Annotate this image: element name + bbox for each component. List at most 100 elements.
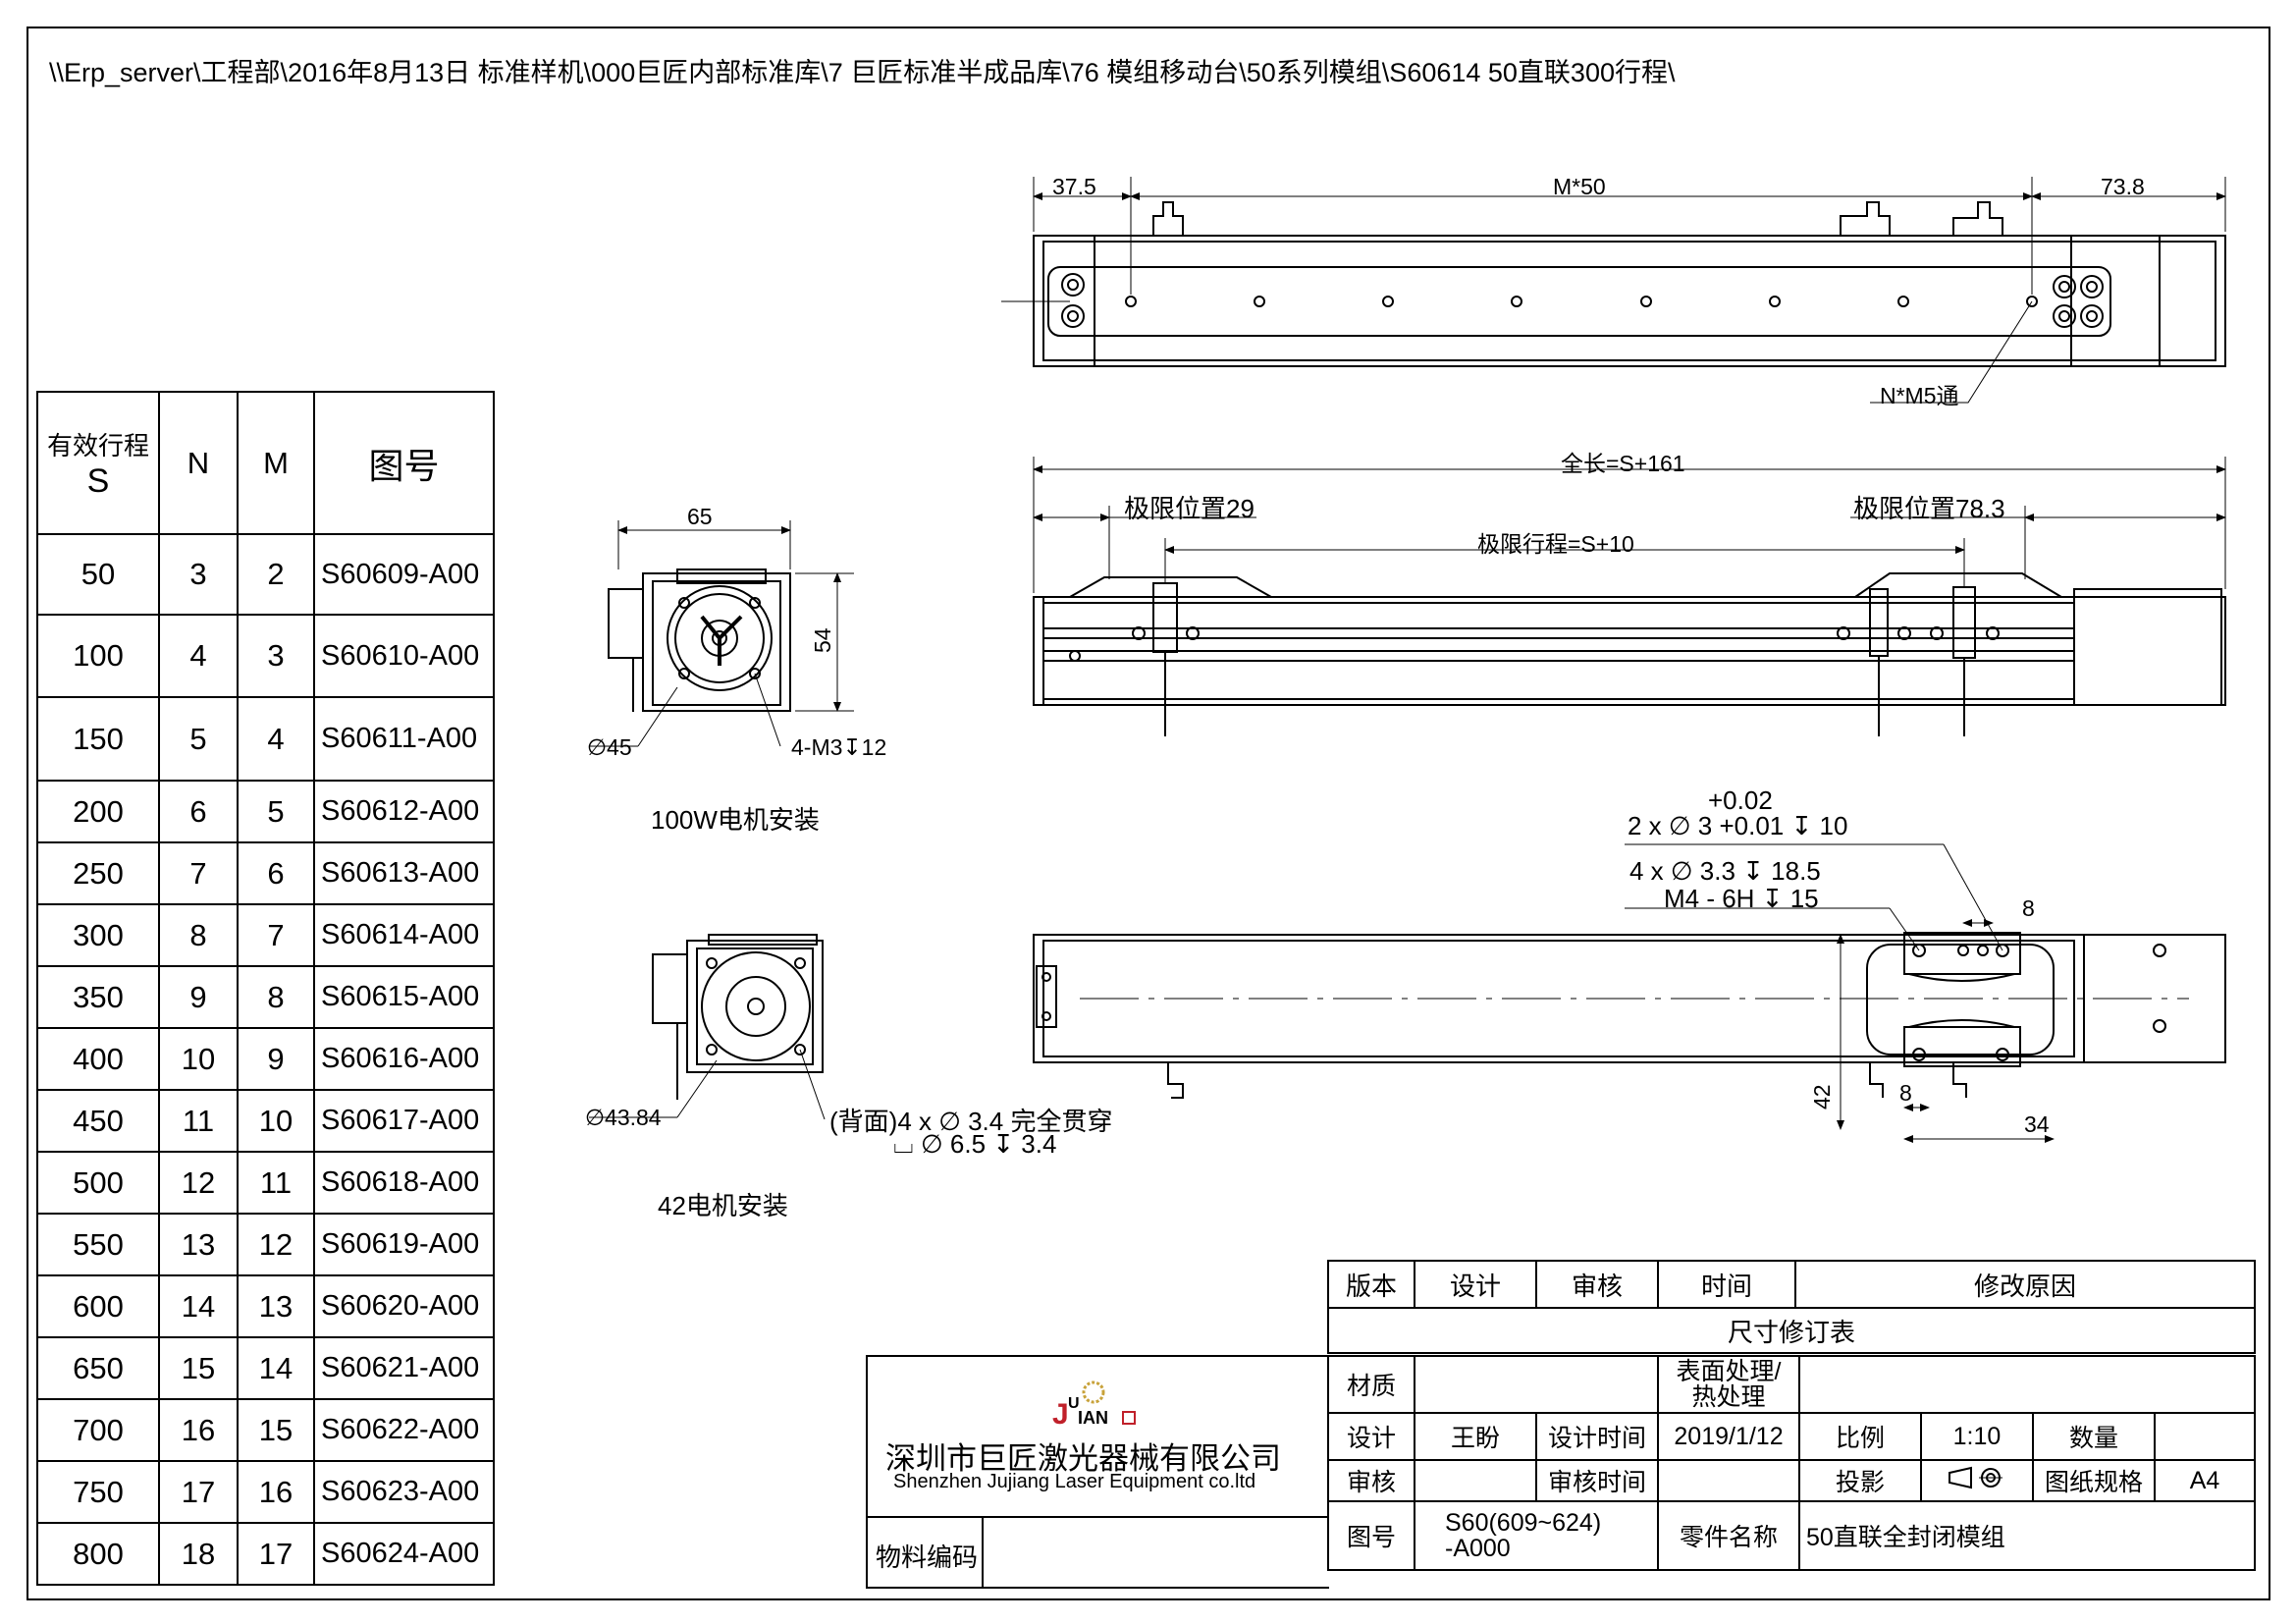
dim-left-37-5: 37.5 [1052, 174, 1096, 199]
spec-m-cell: 5 [237, 780, 315, 843]
m5-holes [1125, 296, 2038, 307]
motor-42-dia: ∅43.84 [585, 1105, 662, 1130]
tb-size: A4 [2154, 1459, 2256, 1502]
svg-text:U: U [1068, 1395, 1080, 1412]
motor-42-holes-1: (背面)4 x ∅ 3.4 完全贯穿 [829, 1107, 1113, 1136]
header-stroke: 有效行程 S [36, 391, 160, 535]
spec-m-cell: 2 [237, 533, 315, 616]
titleblock-table: 材质 表面处理/ 热处理 设计 王盼 设计时间 2019/1/12 比例 1:1… [1327, 1355, 2256, 1571]
tb-part-label: 零件名称 [1657, 1500, 1800, 1571]
material-code-label: 物料编码 [876, 1543, 979, 1572]
holes-note: N*M5通 [1880, 383, 1959, 408]
spec-n-cell: 16 [158, 1398, 239, 1462]
svg-text:J: J [1052, 1398, 1069, 1428]
spec-dwg-cell: S60617-A00 [313, 1089, 495, 1153]
dim-34: 34 [2024, 1111, 2050, 1137]
spec-dwg-cell: S60624-A00 [313, 1522, 495, 1586]
spec-n-cell: 13 [158, 1213, 239, 1276]
dim-8-bottom: 8 [1899, 1080, 1912, 1106]
spec-dwg-cell: S60618-A00 [313, 1151, 495, 1215]
header-stroke-symbol: S [86, 461, 110, 500]
spec-dwg-cell: S60616-A00 [313, 1027, 495, 1091]
tb-scale: 1:10 [1920, 1412, 2034, 1461]
tb-scale-label: 比例 [1798, 1412, 1922, 1461]
tb-designer: 王盼 [1414, 1412, 1537, 1461]
spec-dwg-cell: S60623-A00 [313, 1460, 495, 1524]
header-n: N [158, 391, 239, 535]
tb-dwg-label: 图号 [1327, 1500, 1415, 1571]
tb-dwg-value: S60(609~624) -A000 [1414, 1500, 1659, 1571]
dim-8-top: 8 [2022, 895, 2035, 921]
svg-text:IAN: IAN [1078, 1408, 1108, 1428]
tb-review-time [1657, 1459, 1800, 1502]
tb-design-label: 设计 [1327, 1412, 1415, 1461]
file-path: \\Erp_server\工程部\2016年8月13日 标准样机\000巨匠内部… [49, 58, 1676, 87]
spec-m-cell: 17 [237, 1522, 315, 1586]
spec-m-cell: 7 [237, 903, 315, 967]
spec-stroke-cell: 550 [36, 1213, 160, 1276]
spec-m-cell: 12 [237, 1213, 315, 1276]
company-name-cn: 深圳市巨匠激光器械有限公司 [885, 1441, 1281, 1476]
spec-dwg-cell: S60615-A00 [313, 965, 495, 1029]
company-name-en: Shenzhen Jujiang Laser Equipment co.ltd [893, 1471, 1256, 1492]
spec-dwg-cell: S60609-A00 [313, 533, 495, 616]
motor-42-view [589, 934, 826, 1120]
spec-n-cell: 10 [158, 1027, 239, 1091]
tb-material-label: 材质 [1327, 1355, 1415, 1414]
spec-n-cell: 4 [158, 614, 239, 698]
spec-m-cell: 4 [237, 696, 315, 782]
spec-dwg-cell: S60614-A00 [313, 903, 495, 967]
spec-stroke-cell: 50 [36, 533, 160, 616]
spec-n-cell: 12 [158, 1151, 239, 1215]
spec-dwg-cell: S60612-A00 [313, 780, 495, 843]
motor-100w-dia: ∅45 [587, 734, 632, 760]
spec-stroke-cell: 600 [36, 1274, 160, 1338]
bottom-view [1033, 843, 2226, 1143]
spec-dwg-cell: S60610-A00 [313, 614, 495, 698]
spec-n-cell: 8 [158, 903, 239, 967]
limit-travel: 极限行程=S+10 [1477, 531, 1634, 557]
material-code-divider [982, 1518, 984, 1589]
spec-stroke-cell: 100 [36, 614, 160, 698]
revision-table: 版本 设计 审核 时间 修改原因 尺寸修订表 [1327, 1260, 2256, 1354]
spec-m-cell: 3 [237, 614, 315, 698]
spec-stroke-cell: 800 [36, 1522, 160, 1586]
spec-stroke-cell: 750 [36, 1460, 160, 1524]
tb-size-label: 图纸规格 [2032, 1459, 2156, 1502]
spec-stroke-cell: 150 [36, 696, 160, 782]
spec-stroke-cell: 450 [36, 1089, 160, 1153]
spec-m-cell: 16 [237, 1460, 315, 1524]
spec-header-row: 有效行程 S N M 图号 [36, 391, 495, 535]
spec-stroke-cell: 400 [36, 1027, 160, 1091]
tb-surface-label: 表面处理/ 热处理 [1657, 1355, 1800, 1414]
tb-projection-symbol [1920, 1459, 2034, 1502]
rev-h-version: 版本 [1327, 1260, 1415, 1309]
spec-stroke-cell: 200 [36, 780, 160, 843]
spec-n-cell: 15 [158, 1336, 239, 1400]
spec-m-cell: 13 [237, 1274, 315, 1338]
spec-stroke-cell: 700 [36, 1398, 160, 1462]
spec-m-cell: 8 [237, 965, 315, 1029]
spec-stroke-cell: 650 [36, 1336, 160, 1400]
spec-dwg-cell: S60619-A00 [313, 1213, 495, 1276]
company-logo: J U IAN [1035, 1379, 1152, 1431]
spec-dwg-cell: S60613-A00 [313, 841, 495, 905]
spec-dwg-cell: S60620-A00 [313, 1274, 495, 1338]
dim-42: 42 [1809, 1084, 1835, 1110]
tb-review-label: 审核 [1327, 1459, 1415, 1502]
rev-h-time: 时间 [1657, 1260, 1796, 1309]
